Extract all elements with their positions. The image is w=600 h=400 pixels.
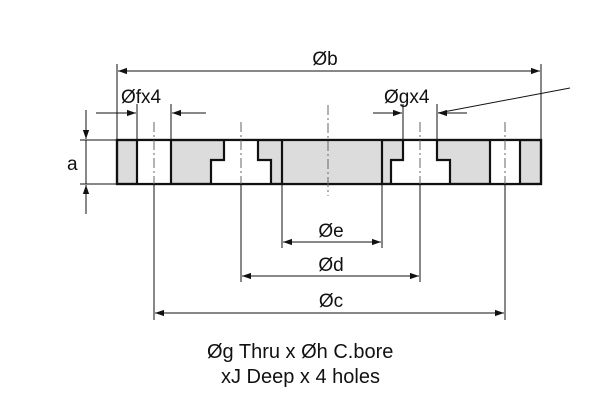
- dimension-c: Øc: [153, 184, 506, 320]
- label-dim-a: a: [67, 154, 78, 175]
- note-line-1: Øg Thru x Øh C.bore: [207, 341, 393, 363]
- label-dia-g: Øgx4: [384, 87, 430, 108]
- dimension-b: Øb: [116, 49, 542, 140]
- label-dia-e: Øe: [318, 221, 343, 242]
- label-dia-f: Øfx4: [121, 87, 162, 108]
- dimension-f: Øfx4: [96, 87, 206, 140]
- hole-note: Øg Thru x Øh C.bore xJ Deep x 4 holes: [207, 341, 393, 388]
- label-dia-d: Ød: [318, 255, 343, 276]
- dimension-e: Øe: [281, 184, 383, 248]
- note-line-2: xJ Deep x 4 holes: [221, 366, 380, 388]
- center-bore: [280, 140, 384, 184]
- leader-line-g: [437, 87, 571, 114]
- flange-section: [115, 105, 543, 196]
- dimension-d: Ød: [240, 184, 421, 282]
- label-dia-c: Øc: [319, 291, 343, 312]
- dimension-g: Øgx4: [373, 87, 571, 140]
- label-dia-b: Øb: [312, 49, 337, 70]
- dimension-a: a: [67, 110, 117, 214]
